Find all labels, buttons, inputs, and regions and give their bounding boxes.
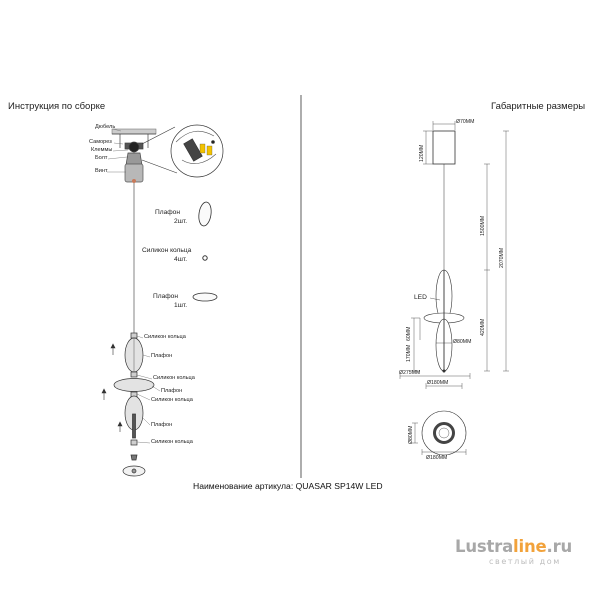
assembly-stack	[113, 332, 155, 477]
dim-led-label: LED	[414, 294, 427, 301]
label-stack-ring-1: Силикон кольца	[144, 334, 186, 340]
dim-bottom-width: Ø180MM	[426, 455, 448, 461]
label-rings-4-name: Силикон кольца	[142, 247, 192, 254]
dim-width-80: Ø80MM	[453, 339, 472, 345]
label-stack-shade-1: Плафон	[151, 353, 173, 359]
canopy-screw	[132, 179, 136, 183]
detail-zoom	[141, 124, 224, 178]
ceiling-plate	[111, 128, 157, 135]
watermark-sub: светлый дом	[489, 557, 561, 566]
dim-bottom-height: Ø80MM	[408, 425, 414, 444]
label-stack-ring-3: Силикон кольца	[151, 397, 193, 403]
dimension-lines	[399, 121, 509, 389]
canopy-top	[125, 152, 143, 166]
dim-height-60: 60MM	[406, 326, 412, 341]
assembly-arrows	[101, 343, 123, 432]
stack-shade-2	[113, 378, 155, 392]
label-shade-1-name: Плафон	[153, 293, 178, 300]
stack-ring-2	[130, 371, 138, 378]
label-stack-shade-3: Плафон	[151, 422, 173, 428]
article-caption: Наименование артикула: QUASAR SP14W LED	[193, 481, 383, 491]
shade-part-1	[192, 292, 218, 302]
ring-part	[202, 255, 208, 261]
label-shade-2-qty: 2шт.	[174, 218, 188, 225]
label-terminals: Клеммы	[91, 147, 113, 153]
watermark-tld: .ru	[546, 537, 573, 556]
end-cap	[130, 454, 138, 461]
terminal-block	[128, 141, 140, 153]
label-shade-1-qty: 1шт.	[174, 302, 188, 309]
shade-part-2	[198, 201, 212, 227]
dimensions-heading: Габаритные размеры	[491, 101, 586, 112]
watermark-main: Lustra	[455, 537, 514, 556]
loose-parts	[192, 201, 218, 302]
led-rod	[132, 413, 136, 439]
stack-leaders	[136, 335, 161, 444]
label-shade-2-name: Плафон	[155, 209, 180, 216]
bottom-outer-ring	[421, 410, 467, 456]
label-stack-ring-2: Силикон кольца	[153, 375, 195, 381]
dim-canopy-height: 120MM	[419, 144, 425, 162]
dim-width-275: Ø275MM	[399, 370, 421, 376]
bottom-view	[412, 410, 467, 456]
dim-canopy-width: Ø70MM	[456, 119, 475, 125]
watermark-logo: Lustraline.ru светлый дом	[455, 537, 572, 566]
assembly-heading: Инструкция по сборке	[8, 101, 106, 112]
ceiling-mount	[111, 128, 157, 183]
dim-height-170: 170MM	[406, 344, 412, 362]
label-screw: Винт	[95, 168, 108, 174]
mount-leaders	[107, 128, 129, 173]
label-dowel: Дюбель	[95, 124, 116, 130]
watermark-accent: line	[513, 537, 547, 556]
stack-ring-1	[130, 332, 138, 339]
label-stack-ring-4: Силикон кольца	[151, 439, 193, 445]
dim-canopy	[432, 130, 456, 165]
label-bolt: Болт	[95, 155, 108, 161]
label-self-tapping-screw: Саморез	[89, 139, 112, 145]
dim-width-180: Ø180MM	[427, 380, 449, 386]
dim-total-height: 2070MM	[499, 247, 505, 268]
label-stack-shade-2: Плафон	[161, 388, 183, 394]
bottom-inner-ring	[433, 422, 455, 444]
stack-ring-4	[130, 439, 138, 446]
dim-body-height: 420MM	[480, 318, 486, 336]
label-rings-4-qty: 4шт.	[174, 256, 188, 263]
dim-cable-length: 1500MM	[480, 215, 486, 236]
dimension-drawing	[423, 130, 465, 373]
